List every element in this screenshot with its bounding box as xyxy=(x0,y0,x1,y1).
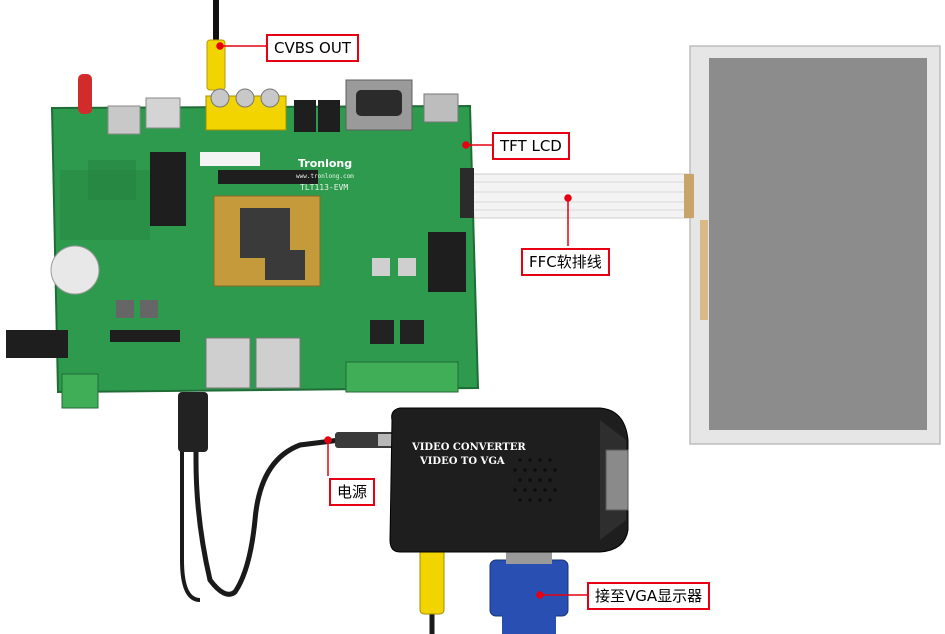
rca-connectors xyxy=(205,88,287,131)
power-cable-2 xyxy=(180,395,201,602)
lcd-side-flex xyxy=(700,220,708,320)
ethernet-port-1 xyxy=(205,337,251,389)
ffc-cable xyxy=(469,173,694,219)
board-website: www.tronlong.com xyxy=(296,173,354,180)
callout-leaders xyxy=(216,42,587,599)
hdmi-port xyxy=(423,93,459,123)
board-brand: Tronlong xyxy=(298,157,352,170)
button-2 xyxy=(398,258,416,276)
ffc-board-connector xyxy=(460,168,474,218)
board-model: TLT113-EVM xyxy=(300,183,348,192)
video-converter: VIDEO CONVERTER VIDEO TO VGA xyxy=(389,407,629,634)
pcb-board: Tronlong TLT113-EVM www.tronlong.com xyxy=(6,74,480,409)
dc-jack xyxy=(6,330,68,358)
converter-label-line2: VIDEO TO VGA xyxy=(419,456,505,467)
vga-display-label: 接至VGA显示器 xyxy=(587,582,711,610)
tft-lcd-panel xyxy=(689,45,941,445)
converter-label-line1: VIDEO CONVERTER xyxy=(411,442,526,453)
antenna xyxy=(78,74,92,114)
audio-jack-2 xyxy=(318,100,340,132)
vent-grill xyxy=(513,458,557,502)
power-label: 电源 xyxy=(329,478,376,506)
pin-header xyxy=(218,170,318,184)
audio-jack xyxy=(294,100,316,132)
cvbs-out-label: CVBS OUT xyxy=(266,34,359,62)
button-1 xyxy=(372,258,390,276)
power-cable xyxy=(193,395,341,597)
header-right xyxy=(428,232,466,292)
lcd-screen xyxy=(709,58,927,430)
power-plug-tip xyxy=(378,434,394,446)
terminal-block-left xyxy=(61,373,99,409)
terminal-block-bottom xyxy=(345,361,459,393)
ethernet-port-2 xyxy=(255,337,301,389)
vga-connector xyxy=(489,548,569,634)
battery-holder xyxy=(50,245,100,295)
m2-slot xyxy=(150,152,186,226)
usb-c-port xyxy=(145,97,181,129)
ffc-cable-label: FFC软排线 xyxy=(521,248,610,276)
power-jack-plug xyxy=(178,392,208,452)
tft-lcd-label: TFT LCD xyxy=(492,132,570,160)
sim-slot xyxy=(107,105,141,135)
